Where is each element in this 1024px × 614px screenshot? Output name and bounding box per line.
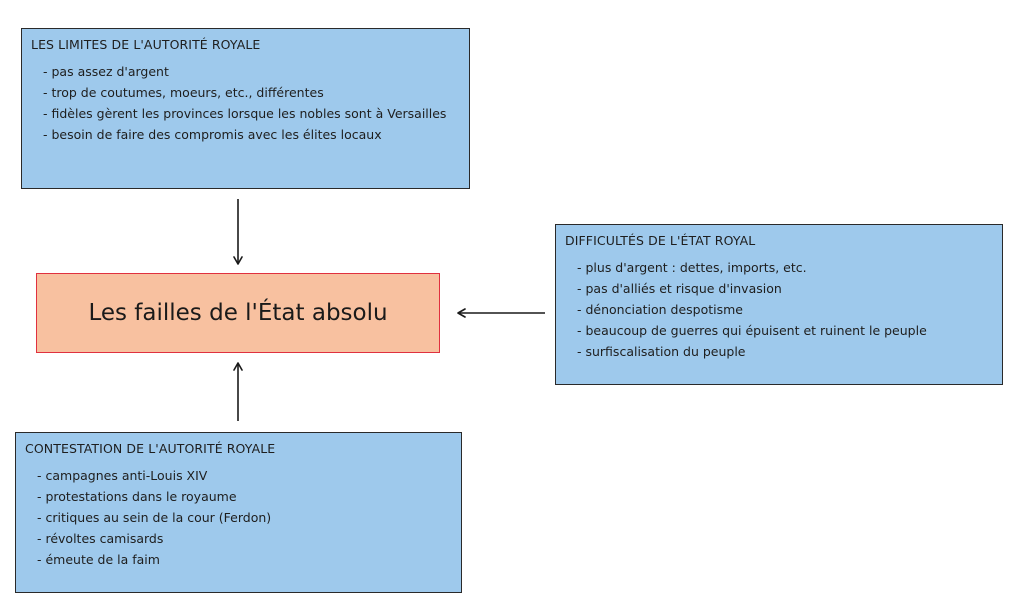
limites-box: LES LIMITES DE L'AUTORITÉ ROYALE pas ass… [21, 28, 470, 189]
contestation-item: émeute de la faim [37, 549, 451, 570]
difficultes-item: plus d'argent : dettes, imports, etc. [577, 257, 992, 278]
contestation-title: CONTESTATION DE L'AUTORITÉ ROYALE [25, 441, 276, 456]
contestation-box: CONTESTATION DE L'AUTORITÉ ROYALE campag… [15, 432, 462, 593]
limites-item: trop de coutumes, moeurs, etc., différen… [43, 82, 459, 103]
difficultes-title: DIFFICULTÉS DE L'ÉTAT ROYAL [565, 233, 756, 248]
limites-item: besoin de faire des compromis avec les é… [43, 124, 459, 145]
limites-item: fidèles gèrent les provinces lorsque les… [43, 103, 459, 124]
difficultes-box: DIFFICULTÉS DE L'ÉTAT ROYAL plus d'argen… [555, 224, 1003, 385]
contestation-item: critiques au sein de la cour (Ferdon) [37, 507, 451, 528]
central-box: Les failles de l'État absolu [36, 273, 440, 353]
contestation-item: révoltes camisards [37, 528, 451, 549]
contestation-item: campagnes anti-Louis XIV [37, 465, 451, 486]
difficultes-list: plus d'argent : dettes, imports, etc. pa… [565, 257, 992, 362]
contestation-item: protestations dans le royaume [37, 486, 451, 507]
central-title: Les failles de l'État absolu [88, 300, 388, 326]
limites-item: pas assez d'argent [43, 61, 459, 82]
limites-list: pas assez d'argent trop de coutumes, moe… [31, 61, 459, 145]
difficultes-item: surfiscalisation du peuple [577, 341, 992, 362]
limites-title: LES LIMITES DE L'AUTORITÉ ROYALE [31, 37, 261, 52]
difficultes-item: dénonciation despotisme [577, 299, 992, 320]
contestation-list: campagnes anti-Louis XIV protestations d… [25, 465, 451, 570]
difficultes-item: beaucoup de guerres qui épuisent et ruin… [577, 320, 992, 341]
difficultes-item: pas d'alliés et risque d'invasion [577, 278, 992, 299]
